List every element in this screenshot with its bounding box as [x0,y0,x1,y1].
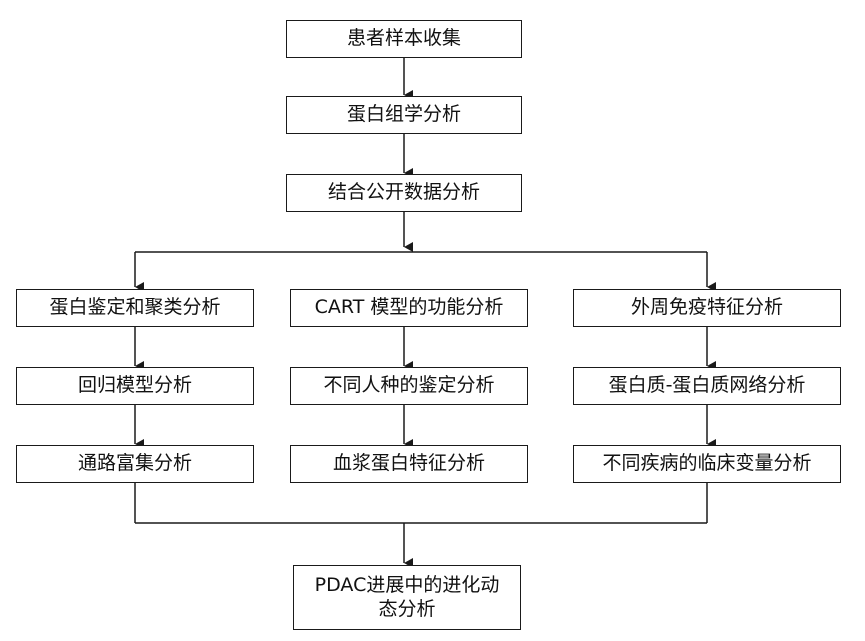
node-label: 结合公开数据分析 [327,181,480,204]
node-clinical-variable-analysis: 不同疾病的临床变量分析 [573,445,841,483]
node-plasma-protein-feature-analysis: 血浆蛋白特征分析 [290,445,528,483]
node-label: 血浆蛋白特征分析 [332,452,485,475]
node-peripheral-immune-feature-analysis: 外周免疫特征分析 [573,289,841,327]
node-label: 回归模型分析 [77,374,192,397]
node-label: 蛋白鉴定和聚类分析 [49,296,221,319]
node-label: 蛋白组学分析 [346,103,461,126]
node-label: 外周免疫特征分析 [630,296,783,319]
node-regression-model-analysis: 回归模型分析 [16,367,254,405]
node-label: 通路富集分析 [77,452,192,475]
node-label: 不同人种的鉴定分析 [323,374,495,397]
node-label-line1: PDAC进展中的进化动 [314,573,500,596]
node-ethnicity-identification-analysis: 不同人种的鉴定分析 [290,367,528,405]
node-label: 蛋白质-蛋白质网络分析 [608,374,806,397]
node-patient-sample-collection: 患者样本收集 [286,20,522,58]
node-protein-protein-network-analysis: 蛋白质-蛋白质网络分析 [573,367,841,405]
node-pathway-enrichment-analysis: 通路富集分析 [16,445,254,483]
node-label-line2: 态分析 [378,597,436,620]
node-label: 不同疾病的临床变量分析 [602,452,812,475]
node-label: 患者样本收集 [346,27,461,50]
node-pdac-evolution-dynamics-analysis: PDAC进展中的进化动 态分析 [293,565,521,630]
node-cart-model-function-analysis: CART 模型的功能分析 [290,289,528,327]
node-public-data-analysis: 结合公开数据分析 [286,174,522,212]
node-proteomics-analysis: 蛋白组学分析 [286,96,522,134]
node-label: CART 模型的功能分析 [314,296,504,319]
node-protein-identification-clustering: 蛋白鉴定和聚类分析 [16,289,254,327]
